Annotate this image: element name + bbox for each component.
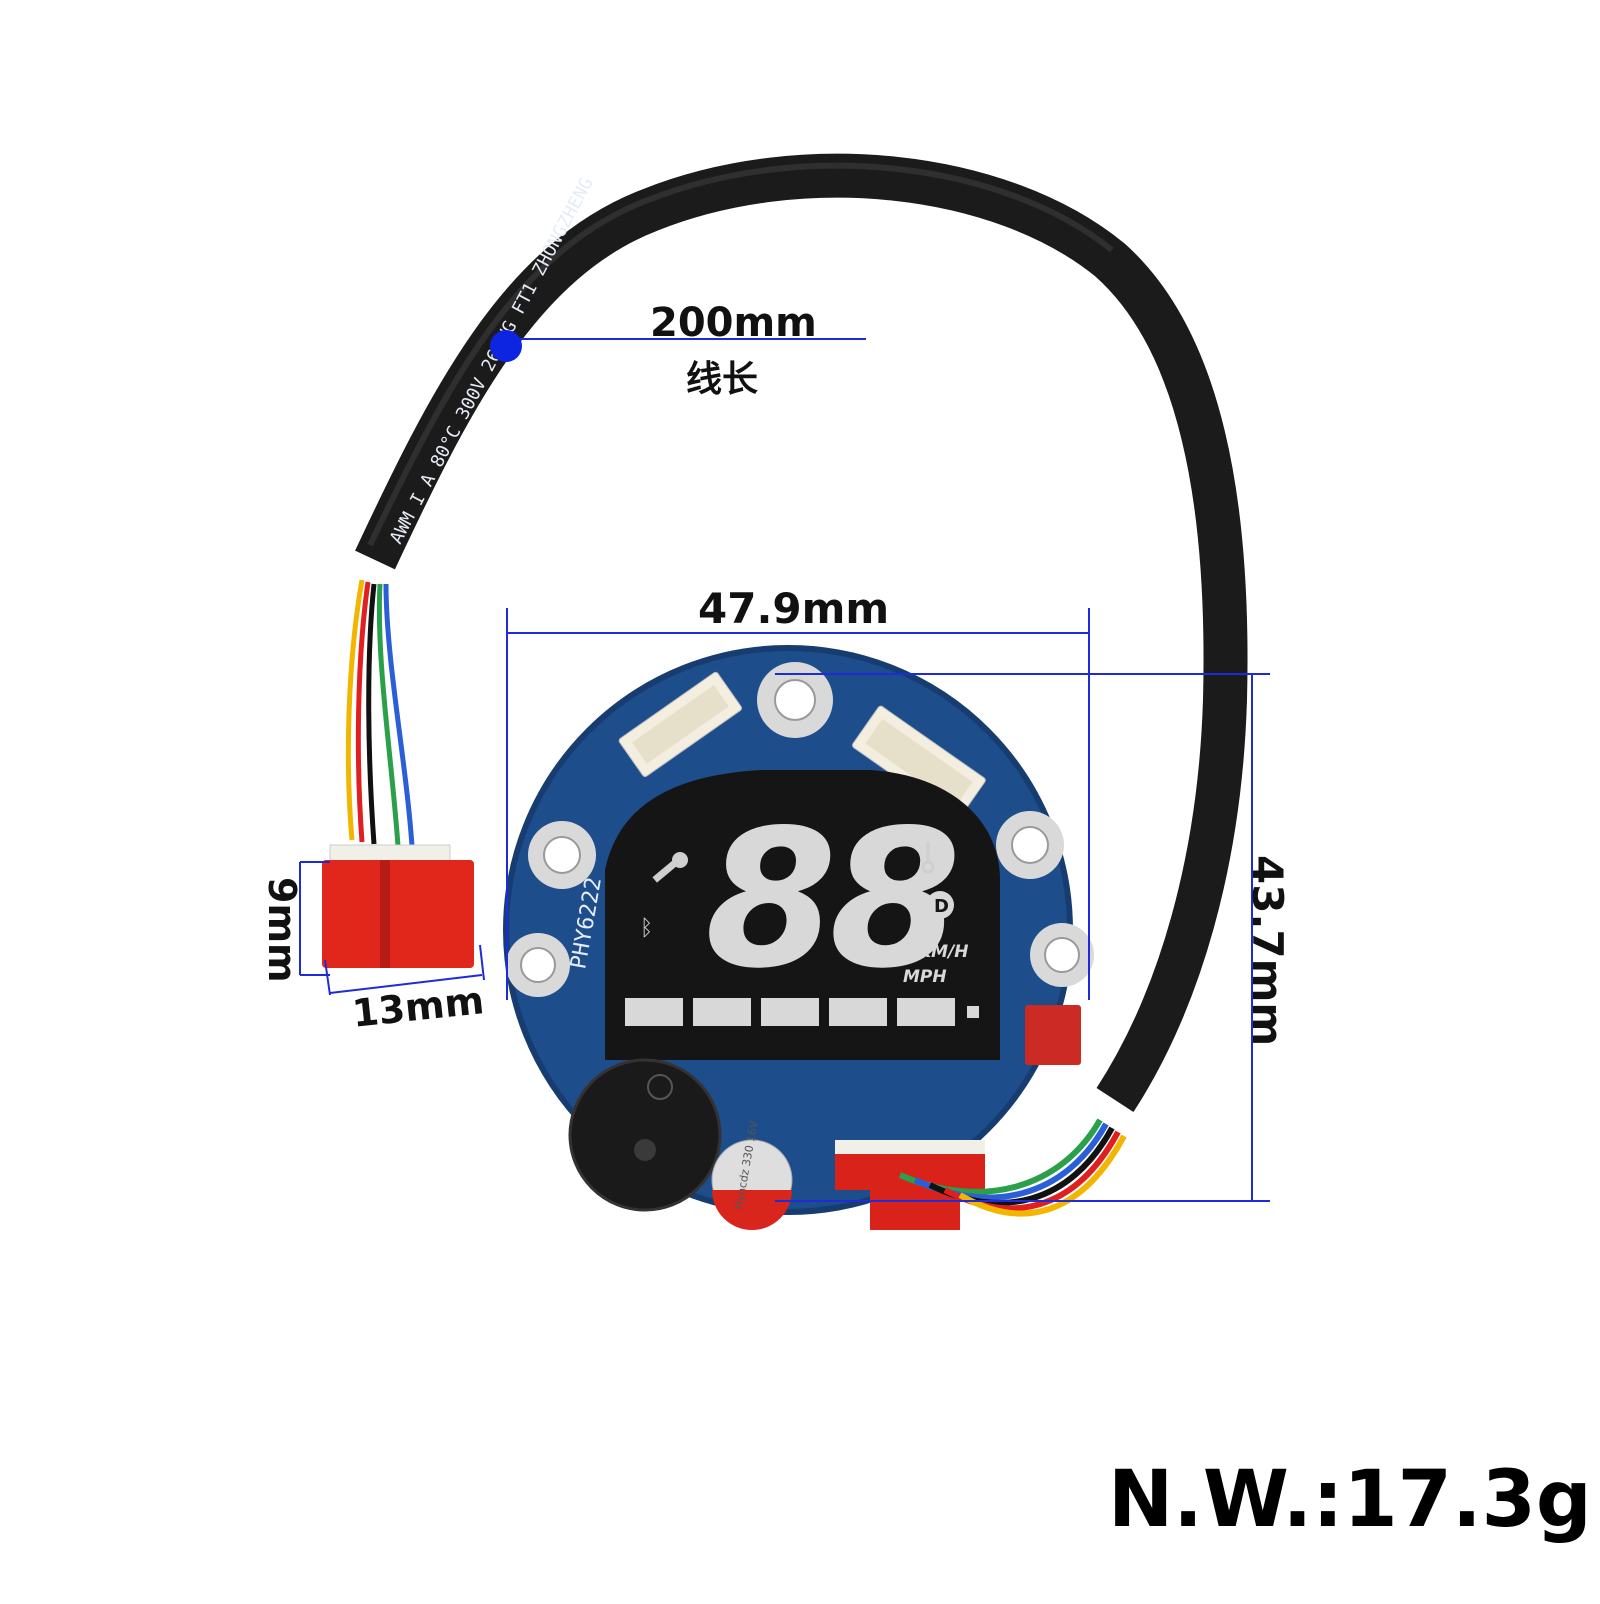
jst-connector-left <box>618 671 743 778</box>
lcd-mode-letter: D <box>934 896 949 917</box>
battery-bars <box>625 998 979 1026</box>
wrench-icon <box>652 852 688 883</box>
bluetooth-icon: ᛒ <box>640 916 653 941</box>
left-wires <box>345 579 415 847</box>
pcb-board: 88 KM/H MPH D ᛒ PHY6222 <box>503 645 1094 1230</box>
small-red-connector <box>322 844 474 968</box>
lcd-screen <box>605 770 1000 1060</box>
net-weight-label: N.W.:17.3g <box>1108 1455 1592 1545</box>
cable-print: AWM I A 80°C 300V 26AWG FT1 ZHONGZHENG <box>386 174 598 547</box>
lcd-speed-digits: 88 <box>705 789 955 1010</box>
board-height-label: 43.7mm <box>1243 855 1292 1047</box>
right-red-connector <box>1025 1005 1081 1065</box>
cable-length-cn-label: 线长 <box>686 359 759 400</box>
bottom-red-connector <box>835 1140 985 1230</box>
thermometer-icon <box>921 842 935 874</box>
cable-length-label: 200mm <box>650 300 817 346</box>
lcd-mode-indicator <box>926 891 954 919</box>
connector-height-label: 9mm <box>260 877 304 983</box>
dimension-lines <box>299 338 1270 1202</box>
board-width-label: 47.9mm <box>698 584 890 633</box>
lcd-unit-mph: MPH <box>903 967 947 987</box>
cable-length-marker <box>490 330 522 362</box>
black-cable <box>355 153 1248 1112</box>
cable-highlight <box>367 162 1114 547</box>
buzzer <box>568 1058 722 1212</box>
capacitor <box>711 1139 793 1230</box>
lcd-unit-kmh: KM/H <box>918 942 969 962</box>
